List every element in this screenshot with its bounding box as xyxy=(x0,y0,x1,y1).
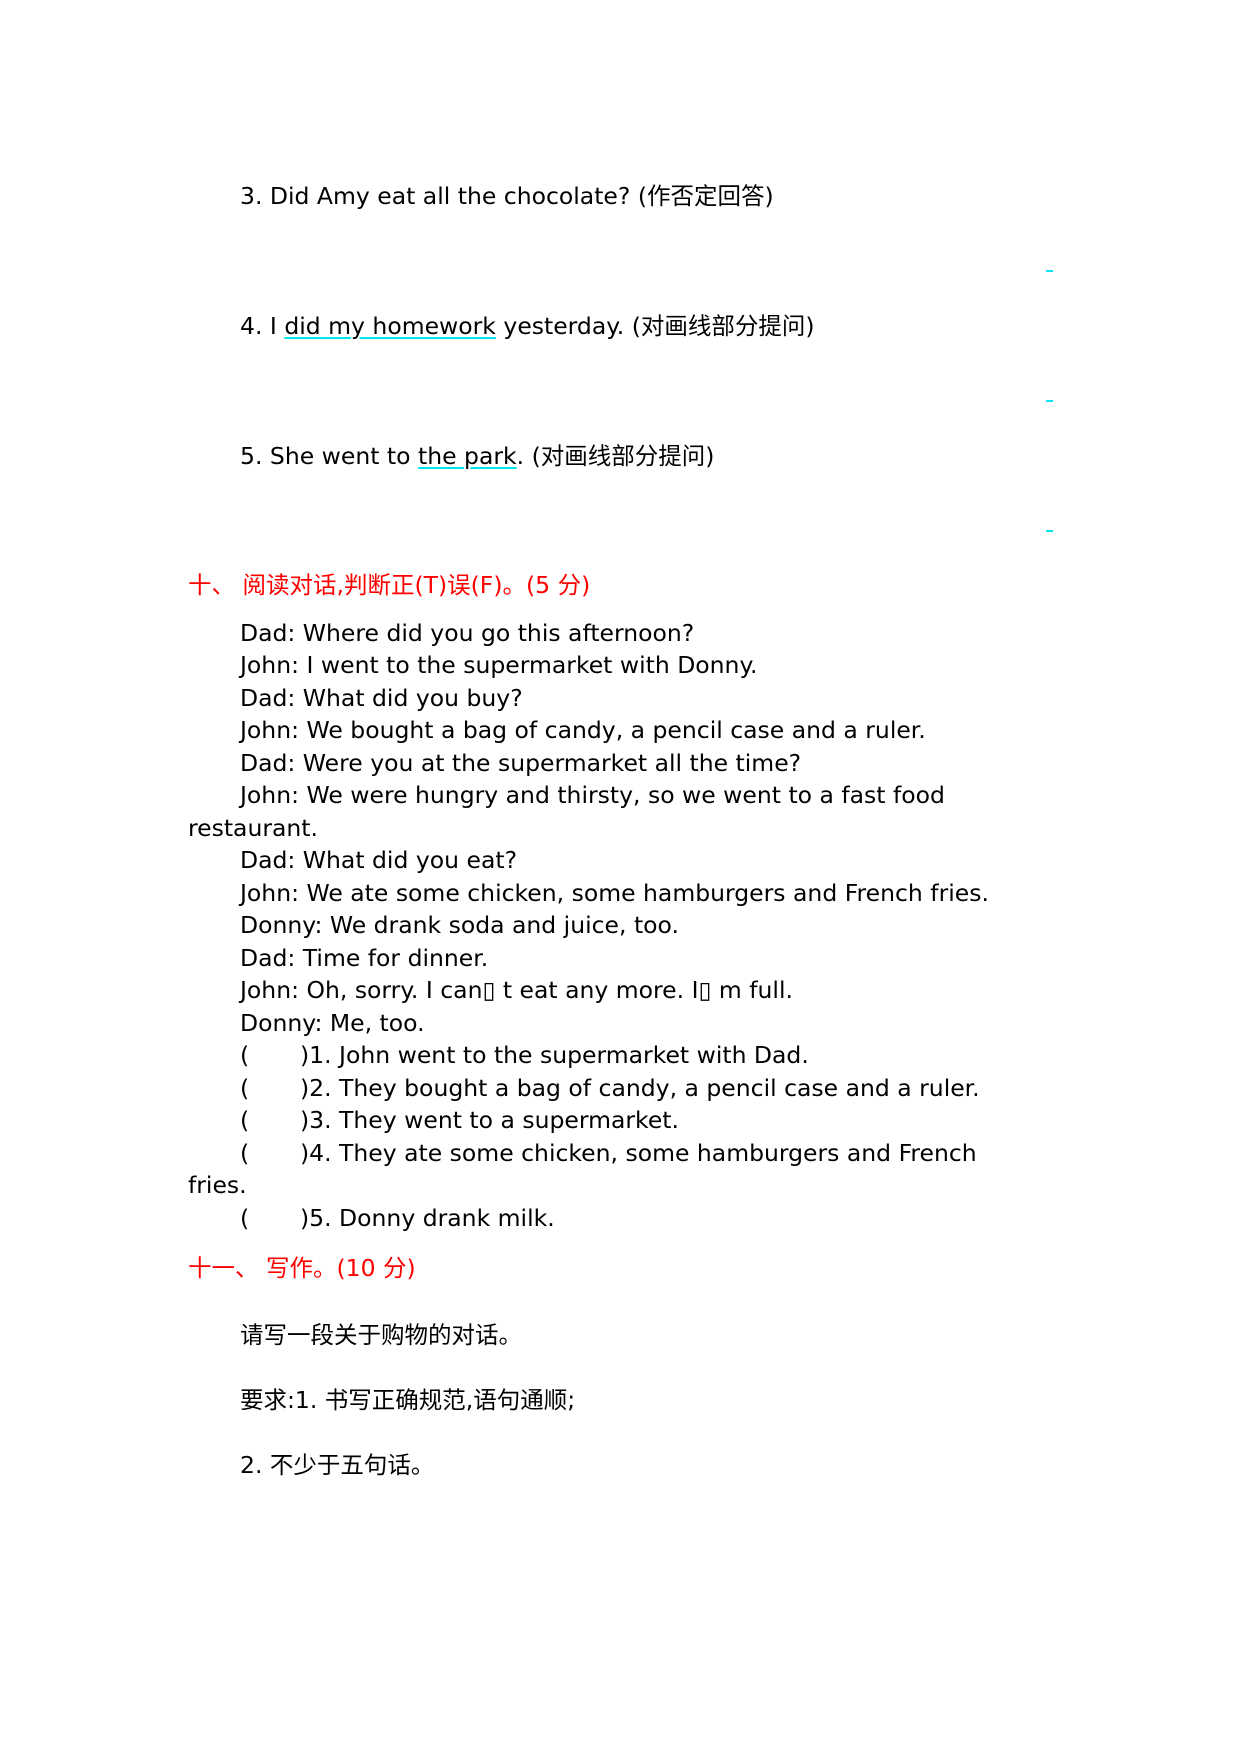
section-10-heading: 十、 阅读对话,判断正(T)误(F)。(5 分) xyxy=(188,571,591,599)
statement-3: ( )3. They went to a supermarket. xyxy=(240,1104,679,1136)
dialogue-line: Dad: What did you buy? xyxy=(240,684,523,712)
statement-text: )5. Donny drank milk. xyxy=(300,1204,555,1232)
question-text: She went to xyxy=(269,442,411,470)
dialogue-line: John: We ate some chicken, some hamburge… xyxy=(240,879,989,907)
writing-requirement-1: 要求:1. 书写正确规范,语句通顺; xyxy=(240,1386,576,1414)
question-text: Did Amy eat all the chocolate? xyxy=(269,182,631,210)
dialogue-line: Donny: We drank soda and juice, too. xyxy=(240,911,679,939)
question-text: I xyxy=(269,312,277,340)
dialogue-line: Dad: Where did you go this afternoon? xyxy=(240,619,695,647)
question-number: 4. xyxy=(240,312,263,340)
question-number: 3. xyxy=(240,182,263,210)
statement-2: ( )2. They bought a bag of candy, a penci… xyxy=(240,1072,980,1104)
question-instruction: (作否定回答) xyxy=(637,182,774,210)
dialogue-line: Dad: What did you eat? xyxy=(240,846,518,874)
question-4: 4. I did my homework yesterday. (对画线部分提问… xyxy=(240,310,815,342)
statement-text: )2. They bought a bag of candy, a pencil… xyxy=(300,1074,980,1102)
question-text: . xyxy=(516,442,525,470)
underlined-phrase: did my homework xyxy=(284,312,496,340)
statement-text: )3. They went to a supermarket. xyxy=(300,1106,679,1134)
answer-blank[interactable]: ( xyxy=(240,1074,250,1102)
dialogue-line: John: We were hungry and thirsty, so we … xyxy=(240,781,945,809)
answer-blank[interactable]: ( xyxy=(240,1204,250,1232)
statement-5: ( )5. Donny drank milk. xyxy=(240,1202,555,1234)
dialogue-line: Dad: Time for dinner. xyxy=(240,944,489,972)
answer-blank[interactable]: ( xyxy=(240,1106,250,1134)
answer-line-marker xyxy=(1046,530,1053,532)
question-5: 5. She went to the park. (对画线部分提问) xyxy=(240,440,714,472)
question-number: 5. xyxy=(240,442,263,470)
question-text: yesterday. xyxy=(503,312,625,340)
answer-blank[interactable]: ( xyxy=(240,1139,250,1167)
underlined-phrase: the park xyxy=(417,442,517,470)
question-instruction: (对画线部分提问) xyxy=(531,442,715,470)
dialogue-line: John: I went to the supermarket with Don… xyxy=(240,651,758,679)
dialogue-line: Dad: Were you at the supermarket all the… xyxy=(240,749,802,777)
writing-prompt: 请写一段关于购物的对话。 xyxy=(240,1321,522,1349)
answer-blank[interactable]: ( xyxy=(240,1041,250,1069)
statement-4-continued: fries. xyxy=(188,1171,247,1199)
answer-line-marker xyxy=(1046,400,1053,402)
writing-requirement-2: 2. 不少于五句话。 xyxy=(240,1451,435,1479)
question-instruction: (对画线部分提问) xyxy=(631,312,815,340)
dialogue-line: Donny: Me, too. xyxy=(240,1009,425,1037)
dialogue-line: restaurant. xyxy=(188,814,318,842)
section-11-heading: 十一、 写作。(10 分) xyxy=(188,1254,416,1282)
statement-text: )1. John went to the supermarket with Da… xyxy=(300,1041,809,1069)
statement-4: ( )4. They ate some chicken, some hamburg… xyxy=(240,1137,977,1169)
dialogue-line: John: Oh, sorry. I can▯ t eat any more. … xyxy=(240,976,793,1004)
statement-text: )4. They ate some chicken, some hamburge… xyxy=(300,1139,977,1167)
answer-line-marker xyxy=(1046,270,1053,272)
statement-1: ( )1. John went to the supermarket with D… xyxy=(240,1039,809,1071)
question-3: 3. Did Amy eat all the chocolate? (作否定回答… xyxy=(240,180,774,212)
dialogue-line: John: We bought a bag of candy, a pencil… xyxy=(240,716,926,744)
